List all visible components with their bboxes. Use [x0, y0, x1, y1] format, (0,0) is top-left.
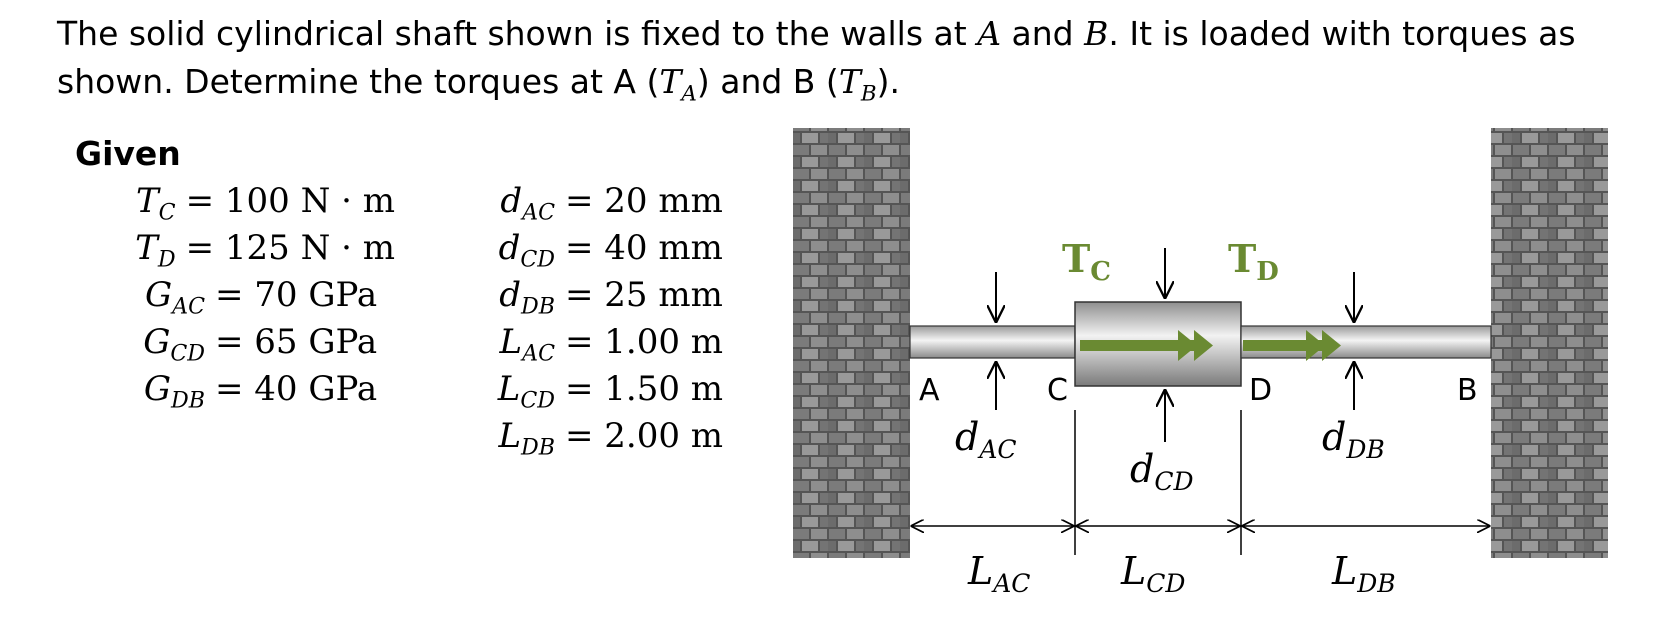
math-var-A: A — [977, 14, 1002, 53]
given-value: = 65 GPa — [215, 322, 378, 362]
text-segment: . It is loaded with torques as — [1108, 14, 1576, 53]
text-segment: and — [1001, 14, 1085, 53]
given-symbol: TD — [135, 228, 176, 273]
given-row: LDB= 2.00 m — [460, 413, 740, 460]
length-label-DB: LDB — [1331, 549, 1396, 598]
torque-label-D: TD — [1228, 236, 1279, 287]
given-value: = 40 mm — [565, 228, 723, 268]
given-row: dAC= 20 mm — [460, 178, 740, 225]
given-value: = 25 mm — [565, 275, 723, 315]
given-symbol: dAC — [500, 181, 555, 226]
point-label-C: C — [1047, 373, 1068, 408]
given-symbol: TC — [135, 181, 176, 226]
diameter-label-CD: dCD — [1130, 447, 1194, 496]
given-symbol: dDB — [499, 275, 555, 320]
given-value: = 100 N · m — [185, 181, 395, 221]
problem-line-2: shown. Determine the torques at A (TA) a… — [57, 58, 1637, 106]
diameter-label-DB: dDB — [1322, 415, 1385, 464]
right-wall — [1491, 128, 1608, 558]
given-value: = 125 N · m — [185, 228, 395, 268]
text-segment: The solid cylindrical shaft shown is fix… — [57, 14, 978, 53]
given-row: TC= 100 N · m — [95, 178, 395, 225]
given-heading: Given — [75, 134, 181, 173]
given-row: TD= 125 N · m — [95, 225, 395, 272]
given-symbol: GAC — [144, 275, 205, 320]
given-row: GAC= 70 GPa — [95, 272, 395, 319]
shaft-segment-AC — [909, 325, 1076, 359]
given-row: dCD= 40 mm — [460, 225, 740, 272]
given-row: dDB= 25 mm — [460, 272, 740, 319]
text-segment: ) and B ( — [696, 62, 839, 101]
given-value: = 40 GPa — [215, 369, 378, 409]
math-TB: TB — [838, 62, 877, 107]
point-label-A: A — [919, 373, 940, 408]
problem-statement: The solid cylindrical shaft shown is fix… — [57, 10, 1637, 106]
diameter-label-AC: dAC — [955, 415, 1017, 464]
given-row: LCD= 1.50 m — [460, 366, 740, 413]
given-row: GCD= 65 GPa — [95, 319, 395, 366]
given-value: = 2.00 m — [565, 416, 724, 456]
point-label-B: B — [1457, 373, 1478, 408]
given-value: = 1.50 m — [565, 369, 724, 409]
left-wall — [793, 128, 910, 558]
torque-arrow-C — [1080, 330, 1213, 361]
given-symbol: LCD — [497, 369, 555, 414]
point-label-D: D — [1249, 373, 1272, 408]
math-var-B: B — [1084, 14, 1109, 53]
given-symbol: GDB — [143, 369, 205, 414]
problem-line-1: The solid cylindrical shaft shown is fix… — [57, 10, 1637, 58]
text-segment: ). — [876, 62, 900, 101]
torque-label-C: TC — [1062, 236, 1111, 287]
math-TA: TA — [659, 62, 697, 107]
given-symbol: LAC — [499, 322, 555, 367]
text-segment: shown. Determine the torques at A ( — [57, 62, 660, 101]
torque-arrow-D — [1243, 330, 1341, 361]
given-symbol: LDB — [498, 416, 555, 461]
given-row: LAC= 1.00 m — [460, 319, 740, 366]
given-value: = 1.00 m — [565, 322, 724, 362]
given-row: GDB= 40 GPa — [95, 366, 395, 413]
given-value: = 70 GPa — [215, 275, 378, 315]
given-symbol: dCD — [498, 228, 555, 273]
given-value: = 20 mm — [565, 181, 723, 221]
length-label-CD: LCD — [1120, 549, 1185, 598]
given-symbol: GCD — [143, 322, 205, 367]
length-label-AC: LAC — [967, 549, 1030, 598]
